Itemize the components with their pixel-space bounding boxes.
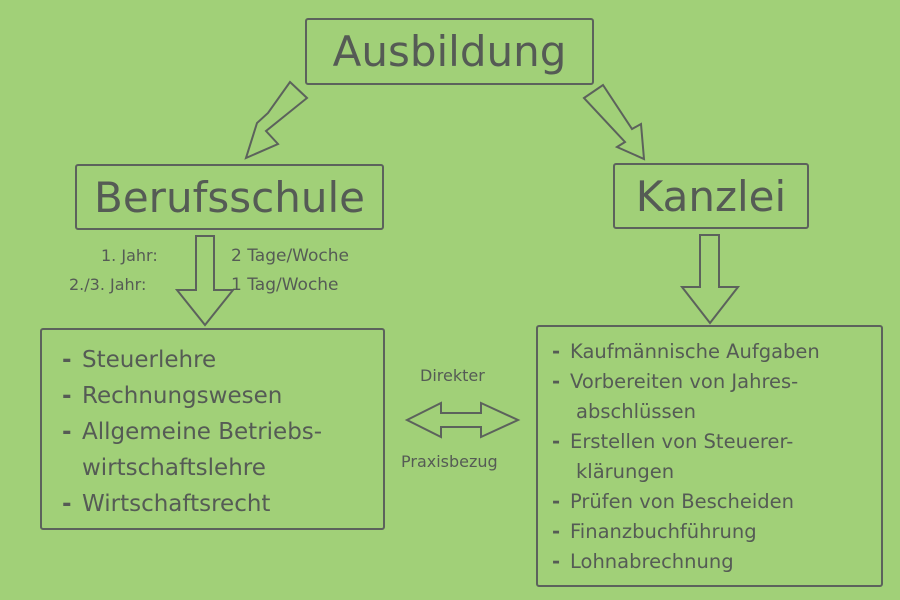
arrow-down-berufsschule: [174, 235, 236, 327]
bullet-dash: -: [62, 491, 72, 517]
kanzlei-task-item-text: Kaufmännische Aufgaben: [570, 340, 820, 363]
berufsschule-subject-item: -Allgemeine Betriebs-wirtschaftslehre: [62, 414, 383, 486]
bullet-dash: -: [62, 419, 72, 445]
schedule-year2-value: 1 Tag/Woche: [231, 275, 339, 295]
connector-label-bottom: Praxisbezug: [401, 452, 498, 471]
schedule-year1-label: 1. Jahr:: [101, 246, 158, 265]
bullet-dash: -: [552, 430, 561, 453]
kanzlei-title: Kanzlei: [635, 171, 787, 221]
kanzlei-task-item-text: klärungen: [576, 460, 675, 483]
berufsschule-subject-item-text: wirtschaftslehre: [82, 455, 266, 481]
bullet-dash: -: [552, 490, 561, 513]
box-kanzlei: Kanzlei: [613, 163, 809, 229]
box-berufsschule: Berufsschule: [75, 164, 384, 230]
bullet-dash: -: [62, 347, 72, 373]
kanzlei-task-item: -Prüfen von Bescheiden: [552, 487, 881, 517]
kanzlei-task-item-text: Vorbereiten von Jahres-: [570, 370, 799, 393]
double-arrow: [404, 401, 521, 439]
kanzlei-tasks-box: -Kaufmännische Aufgaben-Vorbereiten von …: [536, 325, 883, 587]
schedule-year2-label: 2./3. Jahr:: [69, 275, 147, 294]
berufsschule-title: Berufsschule: [94, 172, 365, 222]
berufsschule-subject-item-text: Wirtschaftsrecht: [82, 491, 271, 517]
berufsschule-subject-item: -Wirtschaftsrecht: [62, 486, 383, 522]
kanzlei-task-item: -Erstellen von Steuerer-klärungen: [552, 427, 881, 487]
bullet-dash: -: [552, 550, 561, 573]
berufsschule-subject-item-text: Allgemeine Betriebs-: [82, 419, 323, 445]
kanzlei-task-item-text: Prüfen von Bescheiden: [570, 490, 795, 513]
berufsschule-subject-item-text: Rechnungswesen: [82, 383, 283, 409]
arrow-to-kanzlei: [582, 83, 646, 161]
kanzlei-task-item-text: Lohnabrechnung: [570, 550, 734, 573]
berufsschule-subjects-box: -Steuerlehre-Rechnungswesen-Allgemeine B…: [40, 328, 385, 530]
kanzlei-task-item-text: abschlüssen: [576, 400, 697, 423]
root-title: Ausbildung: [332, 27, 567, 76]
kanzlei-task-item: -Lohnabrechnung: [552, 547, 881, 577]
berufsschule-subject-item: -Steuerlehre: [62, 342, 383, 378]
bullet-dash: -: [552, 340, 561, 363]
schedule-year1-value: 2 Tage/Woche: [231, 246, 349, 266]
berufsschule-subject-item: -Rechnungswesen: [62, 378, 383, 414]
kanzlei-task-item: -Kaufmännische Aufgaben: [552, 337, 881, 367]
kanzlei-task-item-text: Finanzbuchführung: [570, 520, 757, 543]
kanzlei-task-item: -Finanzbuchführung: [552, 517, 881, 547]
berufsschule-subject-list: -Steuerlehre-Rechnungswesen-Allgemeine B…: [62, 342, 383, 522]
root-box-ausbildung: Ausbildung: [305, 18, 594, 85]
bullet-dash: -: [552, 370, 561, 393]
kanzlei-task-item: -Vorbereiten von Jahres-abschlüssen: [552, 367, 881, 427]
bullet-dash: -: [62, 383, 72, 409]
kanzlei-task-list: -Kaufmännische Aufgaben-Vorbereiten von …: [552, 337, 881, 577]
arrow-to-berufsschule: [244, 80, 309, 160]
berufsschule-subject-item-text: Steuerlehre: [82, 347, 217, 373]
kanzlei-task-item-text: Erstellen von Steuerer-: [570, 430, 794, 453]
connector-label-top: Direkter: [420, 366, 485, 385]
arrow-down-kanzlei: [679, 234, 741, 325]
bullet-dash: -: [552, 520, 561, 543]
